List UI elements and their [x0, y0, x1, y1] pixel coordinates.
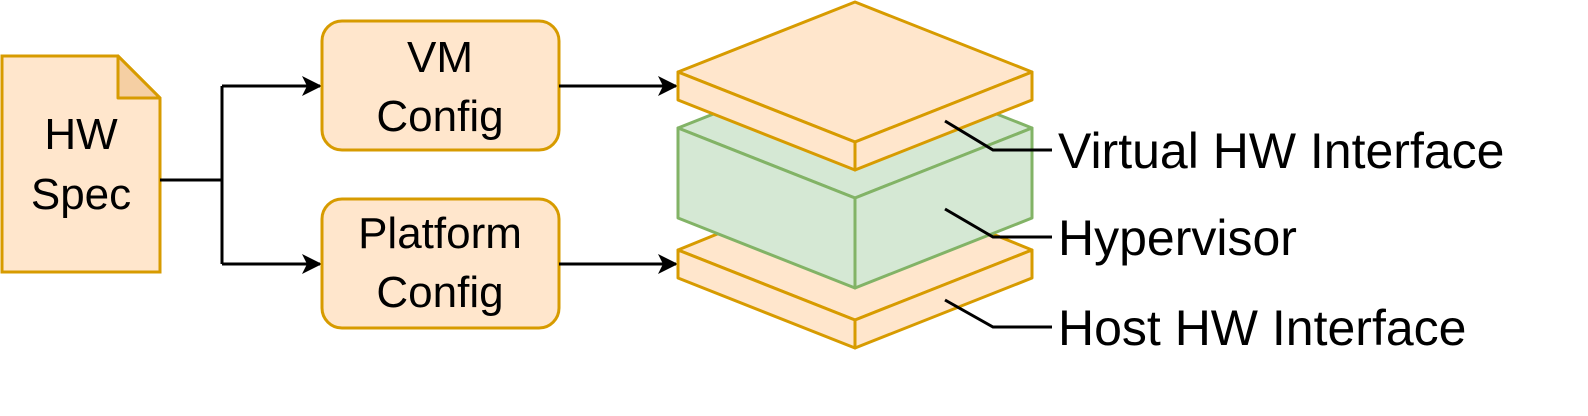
leader-host-hw	[944, 298, 1052, 329]
hw-spec-label-line1: HW	[44, 110, 118, 159]
virtual-hw-interface-slab	[676, 0, 1034, 172]
leader-lines	[944, 119, 1052, 329]
virtual-hw-interface-label: Virtual HW Interface	[1058, 123, 1504, 179]
document-fold-corner	[116, 54, 162, 100]
host-hw-interface-label: Host HW Interface	[1058, 300, 1466, 356]
hw-spec-label-line2: Spec	[31, 170, 131, 219]
leader-virtual-hw	[944, 119, 1052, 152]
hw-spec-document: HW Spec	[0, 54, 162, 274]
hypervisor-right-face	[853, 126, 1034, 290]
leader-hypervisor	[944, 207, 1052, 239]
platform-config-label-line2: Config	[376, 268, 503, 317]
platform-config-label-line1: Platform	[358, 209, 522, 258]
platform-config-box: Platform Config	[320, 197, 561, 330]
vm-config-label-line2: Config	[376, 92, 503, 141]
document-shape	[0, 54, 162, 274]
hypervisor-label: Hypervisor	[1058, 210, 1297, 266]
stack-input-arrows	[559, 76, 678, 274]
vm-config-box: VM Config	[320, 19, 561, 152]
vm-config-label-line1: VM	[407, 33, 473, 82]
fork-connector	[160, 76, 322, 274]
host-slab-right-face	[853, 248, 1034, 350]
virtual-slab-right-face	[853, 70, 1034, 172]
